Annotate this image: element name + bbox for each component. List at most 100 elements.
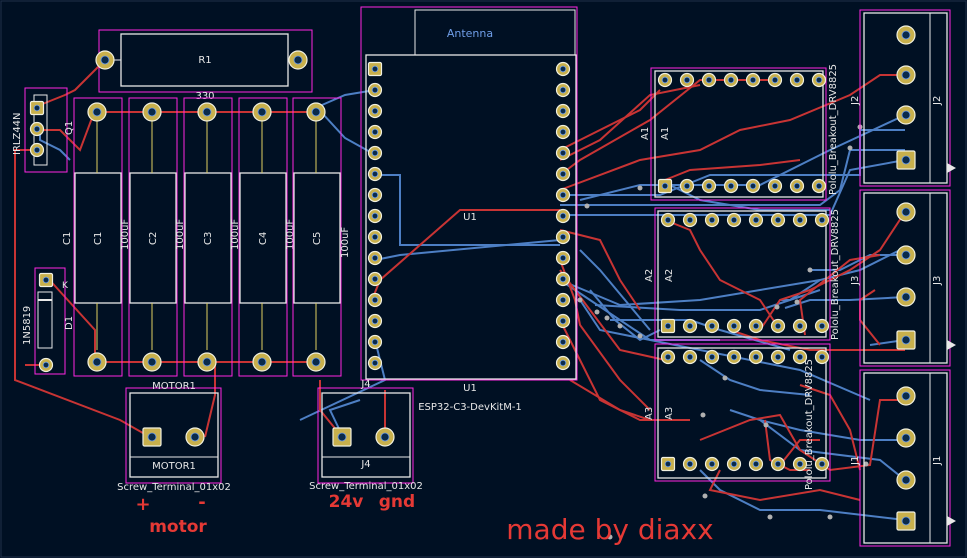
- c5-body: [293, 172, 341, 304]
- capacitor-c4[interactable]: C4 100uF: [238, 97, 296, 377]
- u1-courtyard: [360, 6, 578, 381]
- terminal-j4[interactable]: J4 J4 Screw_Terminal_01x02: [309, 379, 423, 492]
- j4-ref-inner: J4: [360, 459, 370, 470]
- a2-outline: [657, 210, 827, 338]
- driver-a1[interactable]: A1 A1 Pololu_Breakout_DRV8825: [640, 64, 839, 201]
- pad: [748, 318, 764, 334]
- pad: [252, 352, 272, 372]
- pad: [555, 292, 571, 308]
- pad: [896, 105, 916, 125]
- a1-courtyard: [650, 67, 827, 201]
- pad: [555, 82, 571, 98]
- pad: [197, 102, 217, 122]
- j2-ref-inner: J2: [932, 96, 943, 106]
- driver-a3[interactable]: A3 A3 Pololu_Breakout_DRV8825: [644, 343, 831, 490]
- capacitor-c1[interactable]: C1 C1 100uF: [62, 97, 131, 377]
- a3-ref: A3: [644, 407, 655, 420]
- pad: [792, 349, 808, 365]
- pad: [367, 124, 383, 140]
- c2-value: 100uF: [175, 219, 186, 250]
- pad: [29, 142, 45, 158]
- c1-ref: C1: [93, 232, 104, 245]
- back-copper-layer: [39, 89, 906, 521]
- c2-courtyard: [128, 97, 178, 377]
- a1-outline: [654, 70, 824, 198]
- pad: [555, 271, 571, 287]
- pad: [555, 313, 571, 329]
- pad: [726, 212, 742, 228]
- pad: [792, 318, 808, 334]
- motor1-courtyard: [125, 387, 222, 484]
- q1-courtyard: [24, 87, 68, 173]
- front-copper-layer: [14, 59, 906, 502]
- j1-ref-inner: J1: [932, 456, 943, 466]
- pad: [142, 102, 162, 122]
- c5-courtyard: [292, 97, 342, 377]
- pad: [555, 208, 571, 224]
- pad: [555, 250, 571, 266]
- antenna-label: Antenna: [447, 27, 493, 40]
- pad: [896, 65, 916, 85]
- pad: [723, 72, 739, 88]
- q1-ref: Q1: [64, 121, 75, 135]
- pad: [660, 349, 676, 365]
- capacitor-c3[interactable]: C3 100uF: [183, 97, 241, 377]
- pad: [896, 330, 916, 350]
- pad: [252, 102, 272, 122]
- pad: [29, 121, 45, 137]
- pad: [704, 212, 720, 228]
- pad: [704, 349, 720, 365]
- j1-ref: J1: [850, 456, 861, 466]
- pad: [660, 456, 676, 472]
- pad: [896, 386, 916, 406]
- module-u1[interactable]: Antenna U1 U1 ESP32-C3-DevKitM-1: [360, 6, 578, 413]
- driver-a2[interactable]: A2 A2 Pololu_Breakout_DRV8825: [644, 207, 841, 341]
- pad: [367, 334, 383, 350]
- pad: [185, 427, 205, 447]
- v24-label: 24v: [329, 492, 364, 512]
- connector-j3[interactable]: J3 J3: [850, 189, 956, 367]
- connector-j1[interactable]: J1 J1: [850, 369, 956, 547]
- antenna-area: [414, 9, 576, 56]
- pad: [367, 229, 383, 245]
- pad: [555, 124, 571, 140]
- motor-label: motor: [149, 517, 207, 537]
- u1-ref-inner: U1: [463, 212, 477, 223]
- pad: [375, 427, 395, 447]
- j3-outline: [863, 192, 948, 364]
- d1-value: 1N5819: [22, 306, 33, 345]
- pad: [367, 271, 383, 287]
- d1-ref: D1: [64, 316, 75, 330]
- capacitor-c2[interactable]: C2 100uF: [128, 97, 186, 377]
- pad: [896, 25, 916, 45]
- pad: [701, 72, 717, 88]
- a3-outline: [657, 347, 827, 479]
- motor1-outline: [129, 392, 219, 478]
- resistor-r1[interactable]: R1 330: [98, 29, 313, 102]
- u1-ref: U1: [463, 383, 477, 394]
- terminal-motor1[interactable]: MOTOR1 MOTOR1 Screw_Terminal_01x02: [117, 381, 231, 493]
- r1-ref: R1: [198, 55, 211, 66]
- pad: [332, 427, 352, 447]
- j2-ref: J2: [850, 96, 861, 106]
- pad: [682, 349, 698, 365]
- pad: [367, 61, 383, 77]
- motor-minus-label: -: [198, 492, 205, 513]
- c4-body: [239, 172, 287, 304]
- capacitor-c5[interactable]: C5 100uF: [292, 97, 351, 377]
- c1-body: [74, 172, 122, 304]
- c1-courtyard: [73, 97, 123, 377]
- pad: [896, 245, 916, 265]
- pad: [745, 178, 761, 194]
- c5-ref: C5: [312, 232, 323, 245]
- diode-d1[interactable]: D1 1N5819 K: [22, 267, 75, 375]
- c3-body: [184, 172, 232, 304]
- pad: [367, 250, 383, 266]
- pad: [679, 72, 695, 88]
- pad: [748, 349, 764, 365]
- connector-j2[interactable]: J2 J2: [850, 9, 956, 187]
- pad: [367, 103, 383, 119]
- pad: [657, 178, 673, 194]
- pad: [367, 292, 383, 308]
